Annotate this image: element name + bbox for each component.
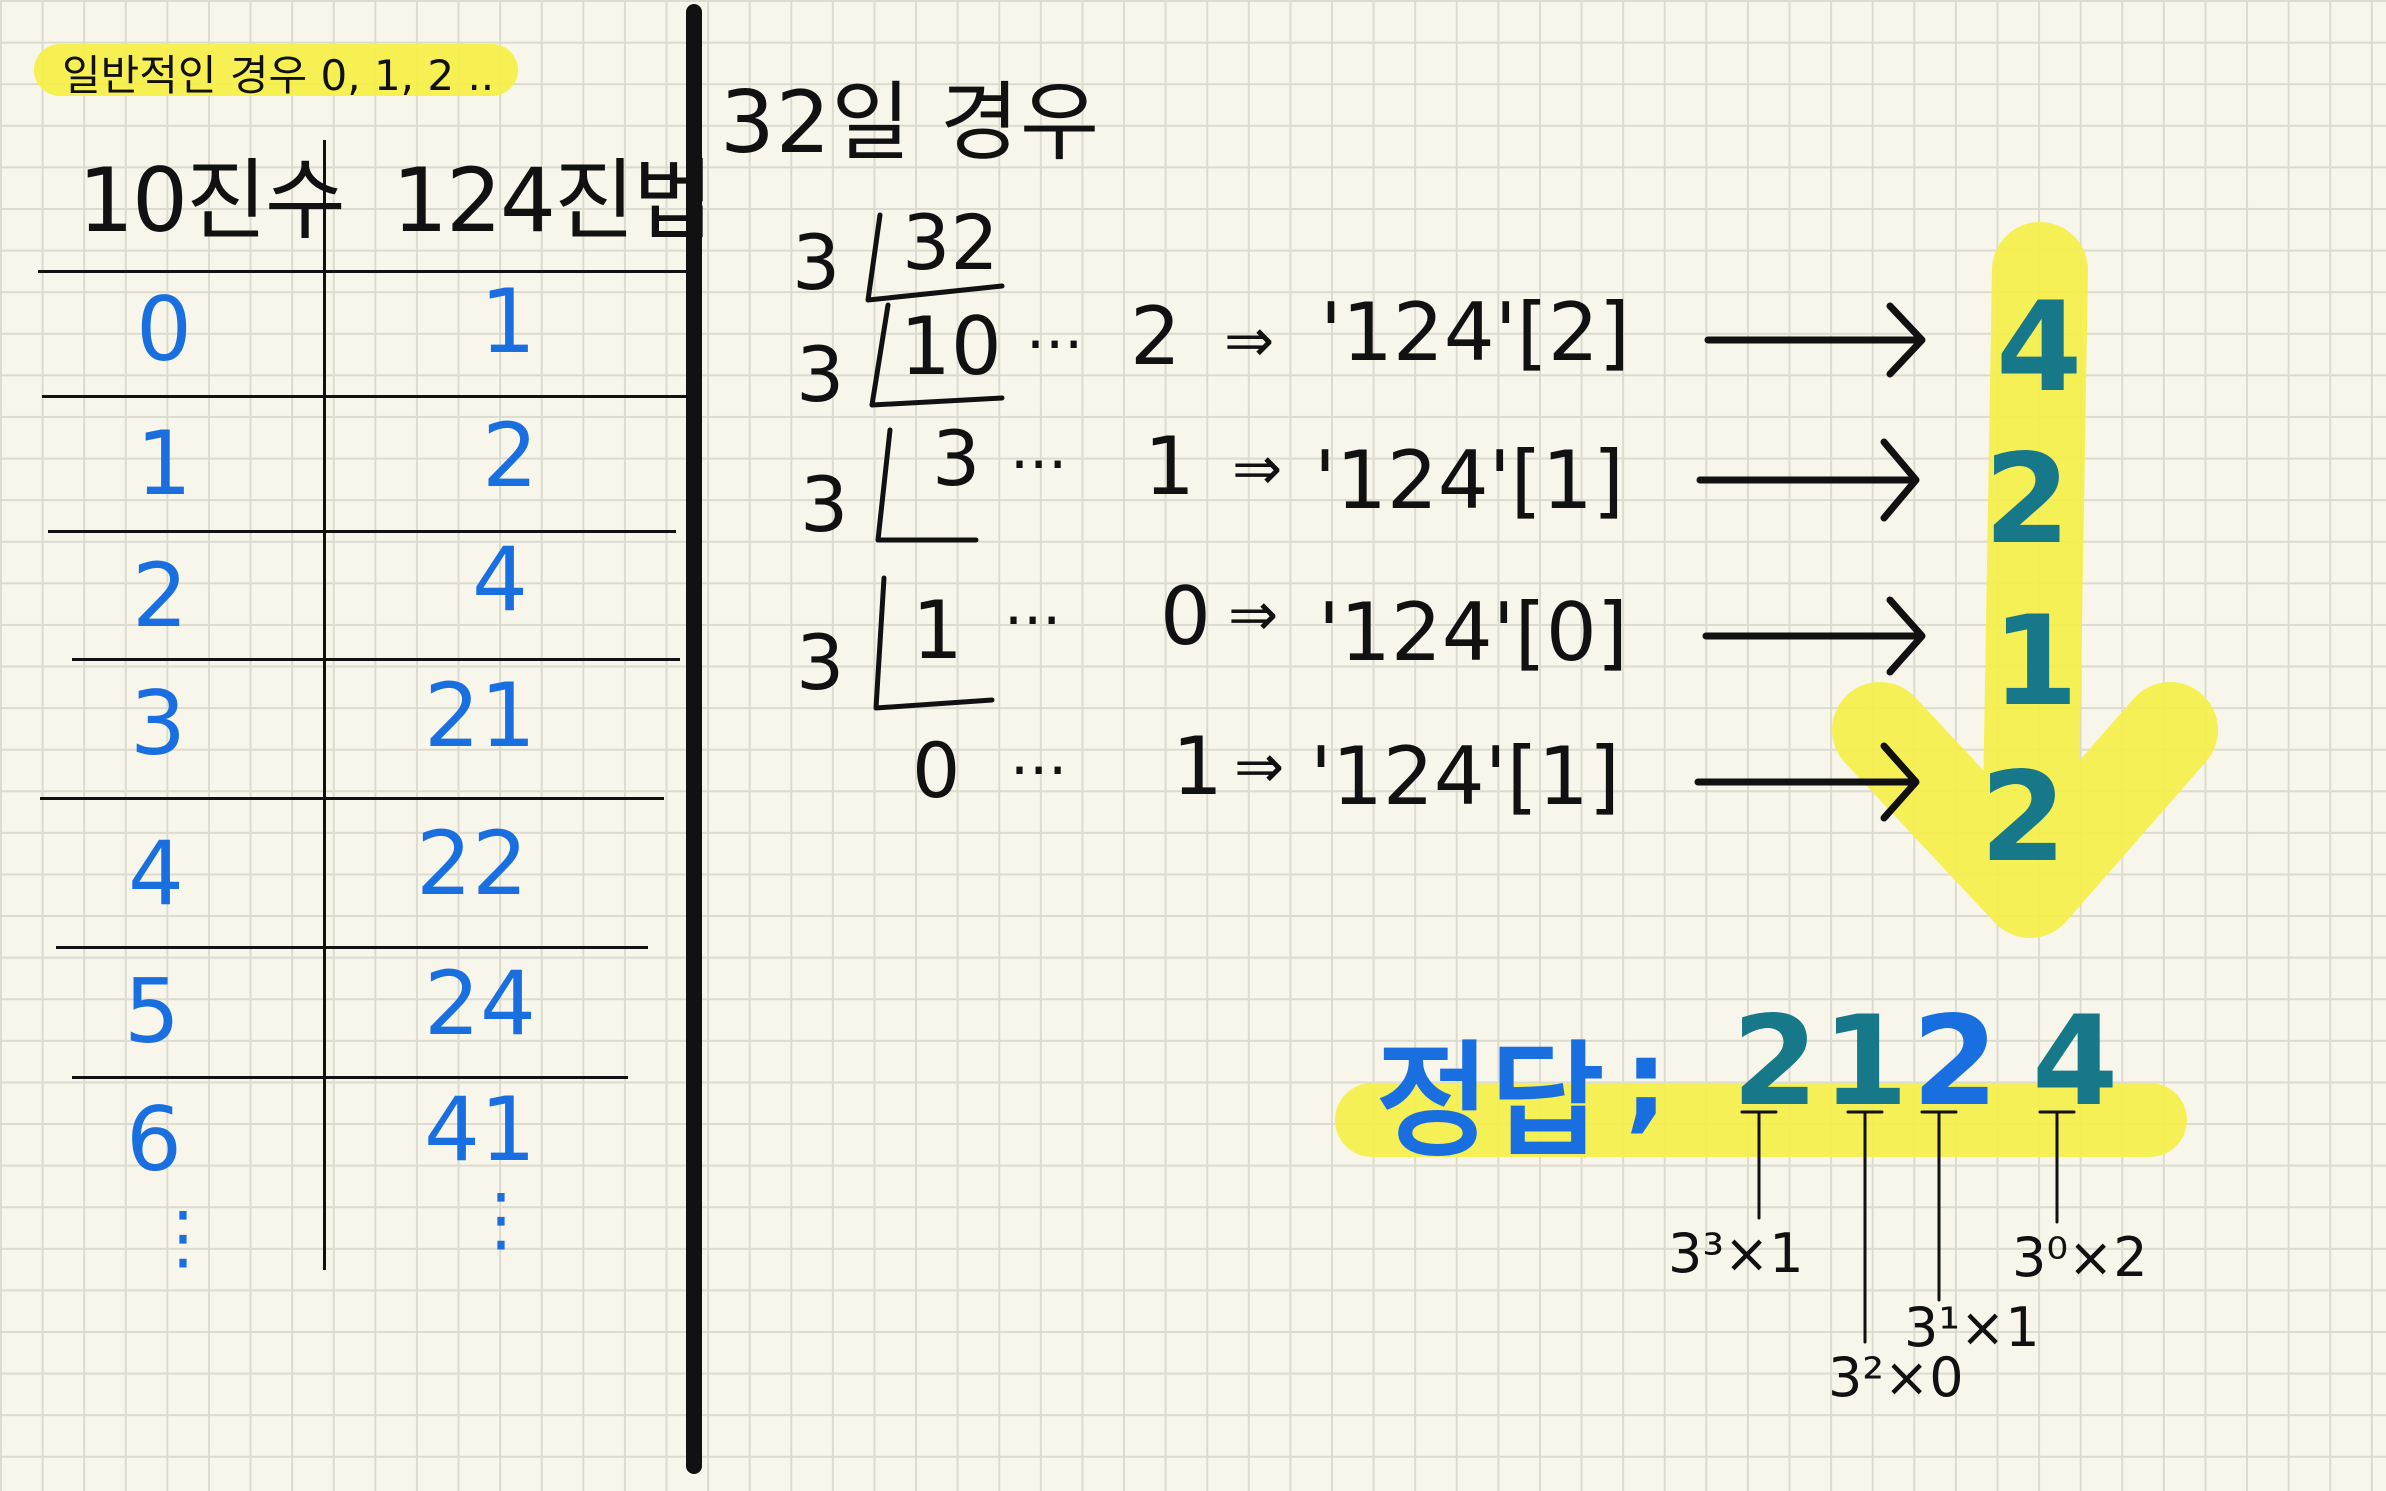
quotient: 0 [912,726,961,815]
place-value-term: 3²×0 [1828,1346,1964,1409]
table-cell-124: 2 [482,404,538,507]
table-cell-decimal: 0 [136,278,192,381]
table-row-rule [42,395,688,398]
remainder: 1 [1172,720,1223,813]
table-cell-decimal: 1 [136,412,192,515]
answer-separator: ; [1624,1016,1668,1144]
quotient: 3 [932,414,981,503]
table-row-rule [48,530,676,533]
remainder: 1 [1144,420,1195,513]
divisor: 3 [800,460,849,549]
place-value-term: 3³×1 [1668,1222,1804,1285]
table-row-rule [72,658,680,661]
index-expression: '124'[1] [1314,434,1624,527]
result-digit: 4 [1996,276,2083,420]
implies-arrow: ⇒ [1232,434,1283,504]
index-expression: '124'[1] [1310,730,1620,823]
table-cell-124: 22 [416,812,528,915]
table-cell-124: 1 [480,270,536,373]
table-header-rule [38,270,688,273]
table-cell-124: 21 [424,664,536,767]
table-row-rule [40,797,664,800]
remainder: 0 [1160,570,1211,663]
index-expression: '124'[2] [1320,286,1630,379]
section-heading: 32일 경우 [720,73,1101,173]
result-digit: 2 [1980,746,2067,890]
ellipsis: ··· [1010,430,1068,500]
implies-arrow: ⇒ [1228,580,1279,650]
answer-digit: 2 [1912,990,1999,1134]
result-digit: 2 [1984,428,2071,572]
remainder: 2 [1130,290,1181,383]
answer-digit: 4 [2032,990,2119,1134]
result-digit: 1 [1992,590,2079,734]
divisor: 3 [792,218,841,307]
title-highlight [34,44,518,96]
answer-digit: 2 [1732,990,1819,1134]
divisor: 3 [796,330,845,419]
index-expression: '124'[0] [1318,586,1628,679]
table-row-rule [72,1076,628,1079]
header-124: 124진법 [392,149,714,252]
table-cell-decimal: 2 [132,544,188,647]
table-cell-decimal: 3 [130,672,186,775]
table-cell-124: 4 [472,528,528,631]
answer-label: 정답 [1376,1030,1605,1174]
table-cell-124: 41 [424,1078,536,1181]
table-cell-124: 24 [424,952,536,1055]
place-value-term: 3¹×1 [1904,1296,2040,1359]
divisor: 3 [796,618,845,707]
table-cell-decimal: 5 [124,960,180,1063]
place-value-term: 3⁰×2 [2012,1226,2148,1289]
ellipsis: ··· [1026,310,1084,380]
table-row-rule [56,946,648,949]
quotient: 1 [912,584,963,677]
implies-arrow: ⇒ [1224,306,1275,376]
result-arrows [1694,302,1926,822]
note-title: 일반적인 경우 0, 1, 2 .. [62,51,495,100]
implies-arrow: ⇒ [1234,732,1285,802]
table-cell-decimal: 4 [128,822,184,925]
ellipsis: ··· [1004,586,1062,656]
vertical-divider [686,4,702,1474]
header-decimal: 10진수 [78,149,346,252]
table-column-divider [323,140,326,1270]
answer-digit: 1 [1822,990,1909,1134]
highlight-arrow-stroke [1832,222,2218,938]
quotient: 10 [900,300,1002,393]
dividend: 32 [902,198,999,287]
table-cell-decimal: 6 [126,1088,182,1191]
ellipsis: ··· [1010,736,1068,806]
